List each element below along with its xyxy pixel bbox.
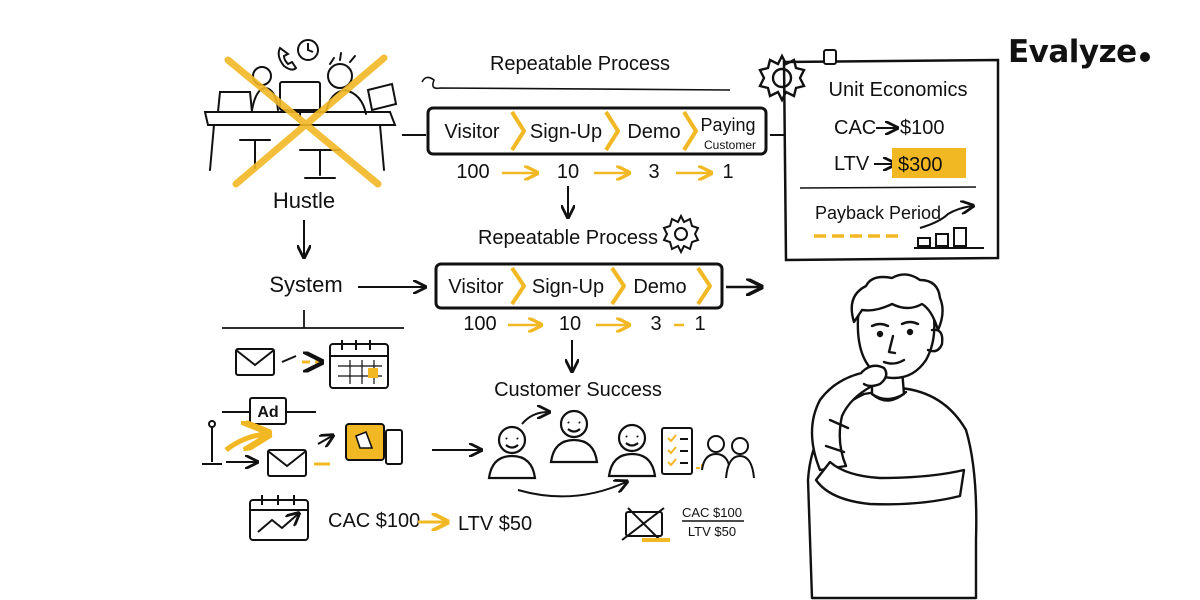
middle-process-title: Repeatable Process	[478, 227, 658, 249]
checklist-icon	[661, 427, 709, 475]
top-process-title: Repeatable Process	[490, 53, 670, 75]
gear-icon	[662, 213, 700, 255]
customer-success-title: Customer Success	[494, 379, 662, 401]
bottom-ltv: LTV $50	[458, 513, 532, 535]
stanchion-icon	[202, 420, 222, 465]
unit-economics-card: Unit Economics CAC $100 LTV $300 Payback…	[782, 49, 1000, 262]
bottom-cac: CAC $100	[328, 510, 420, 532]
brand-logo: Evalyze	[1008, 34, 1150, 70]
middle-funnel-counts: 100 10 3 1	[463, 313, 705, 335]
thinking-man-illustration	[806, 273, 978, 600]
top-stage-customer: Customer	[704, 138, 756, 152]
middle-stage-visitor: Visitor	[448, 276, 504, 298]
envelope-icon	[267, 449, 307, 477]
top-funnel-bar: Visitor Sign-Up Demo Paying Customer	[426, 106, 768, 156]
megaphone-icon	[345, 423, 403, 465]
middle-count-demo: 3	[650, 313, 661, 335]
clock-icon	[297, 39, 319, 61]
title-underline	[421, 76, 731, 91]
cross-out-mark	[224, 54, 388, 188]
top-count-demo: 3	[648, 161, 659, 183]
cac-value: $100	[900, 117, 945, 139]
middle-stage-demo: Demo	[633, 276, 686, 298]
cac-label: CAC	[834, 117, 876, 139]
top-count-paying: 1	[722, 161, 733, 183]
middle-count-paying: 1	[694, 313, 705, 335]
ad-label: Ad	[257, 404, 278, 421]
cs-cac: CAC $100	[682, 505, 742, 520]
payback-label: Payback Period	[815, 203, 941, 223]
ltv-value: $300	[898, 154, 943, 176]
card-clip-icon	[823, 49, 837, 65]
ad-sign: Ad	[222, 397, 316, 425]
team-icon	[701, 435, 755, 479]
top-stage-signup: Sign-Up	[530, 121, 602, 143]
top-count-visitor: 100	[456, 161, 489, 183]
cs-ltv: LTV $50	[688, 524, 736, 539]
brand-name: Evalyze	[1008, 34, 1137, 70]
middle-stage-signup: Sign-Up	[532, 276, 604, 298]
payback-mini-chart	[914, 206, 984, 249]
system-label: System	[269, 272, 342, 297]
top-count-signup: 10	[557, 161, 579, 183]
ad-growth-arrow	[224, 434, 266, 452]
envelope-icon	[235, 348, 275, 376]
middle-funnel-bar: Visitor Sign-Up Demo	[434, 262, 724, 310]
hustle-label: Hustle	[273, 188, 335, 213]
gear-icon	[758, 53, 806, 103]
calendar-chart-icon	[249, 495, 309, 541]
crossed-calendar-icon	[621, 507, 670, 542]
top-funnel-counts: 100 10 3 1	[456, 161, 733, 183]
ltv-label: LTV	[834, 153, 870, 175]
middle-count-visitor: 100	[463, 313, 496, 335]
phone-icon	[277, 46, 298, 71]
brand-dot	[1139, 52, 1150, 62]
person-icon	[549, 409, 599, 464]
person-icon	[487, 425, 537, 480]
middle-count-signup: 10	[559, 313, 581, 335]
top-stage-demo: Demo	[627, 121, 680, 143]
top-stage-paying: Paying	[700, 115, 755, 135]
top-stage-visitor: Visitor	[444, 121, 500, 143]
calendar-icon	[329, 340, 389, 389]
person-icon	[607, 423, 657, 478]
ltv-highlight	[892, 148, 966, 178]
unit-economics-title: Unit Economics	[829, 79, 968, 101]
